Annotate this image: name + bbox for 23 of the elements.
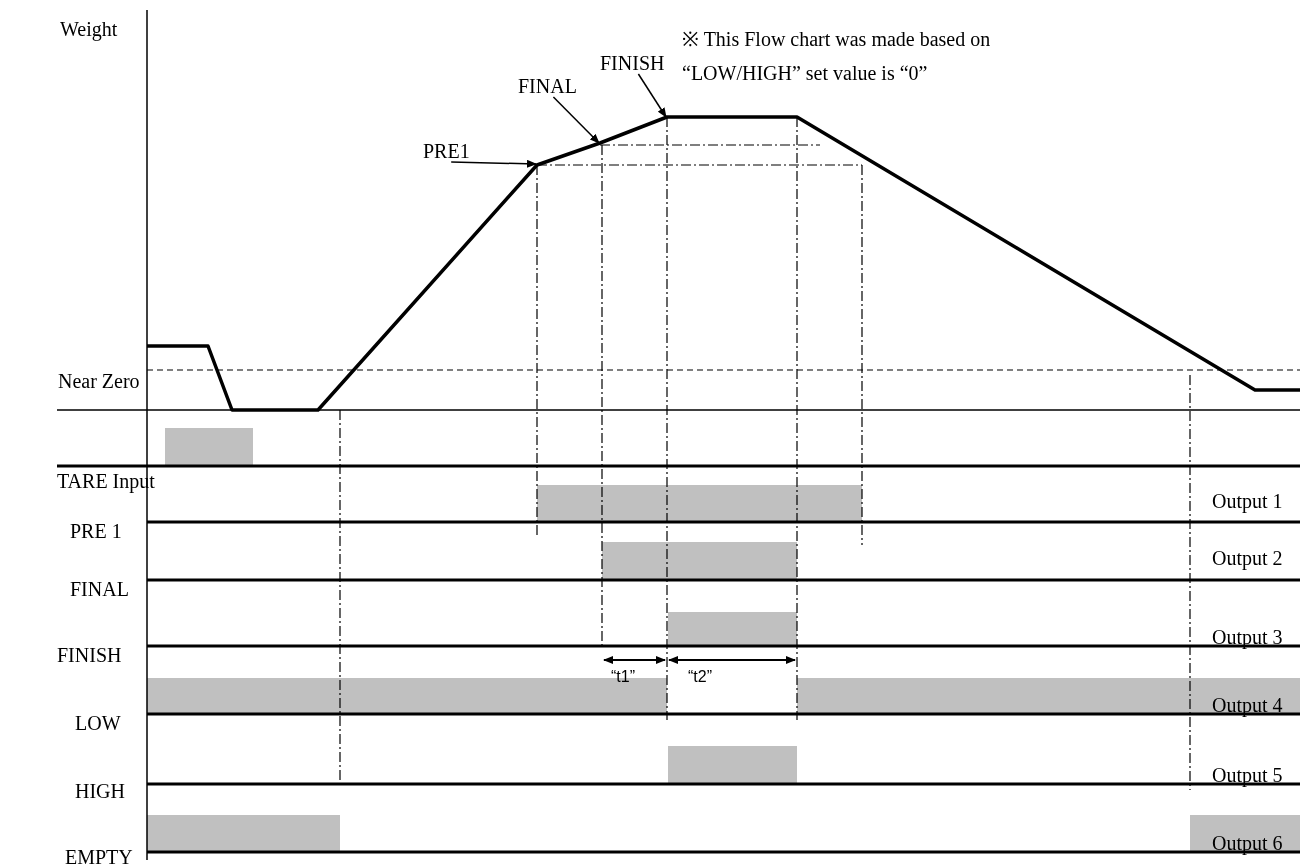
note-text: ※ This Flow chart was made based on “LOW/HIGH” set value is “0” xyxy=(682,27,992,86)
output-label: Output 6 xyxy=(1212,832,1283,854)
row-label: FINISH xyxy=(57,644,122,666)
output-label: Output 5 xyxy=(1212,764,1283,786)
output-label: Output 4 xyxy=(1212,694,1283,716)
axis-label: Near Zero xyxy=(58,370,140,392)
row-label: LOW xyxy=(75,712,121,734)
leader-arrow xyxy=(450,159,537,168)
output-label: Output 3 xyxy=(1212,626,1283,648)
callout-label: PRE1 xyxy=(423,140,470,162)
leader-arrow xyxy=(637,73,667,118)
callout-label: FINAL xyxy=(518,75,577,97)
dimension-label: “t2” xyxy=(688,668,712,686)
output-label: Output 2 xyxy=(1212,547,1283,569)
callout-label: FINISH xyxy=(600,52,665,74)
row-label: FINAL xyxy=(70,578,129,600)
row-label: HIGH xyxy=(75,780,125,802)
dimension-label: “t1” xyxy=(611,668,635,686)
axis-label: Weight xyxy=(60,18,118,40)
row-label: PRE 1 xyxy=(70,520,122,542)
output-label: Output 1 xyxy=(1212,490,1283,512)
row-label: EMPTY xyxy=(65,846,133,868)
leader-arrow xyxy=(552,96,600,144)
